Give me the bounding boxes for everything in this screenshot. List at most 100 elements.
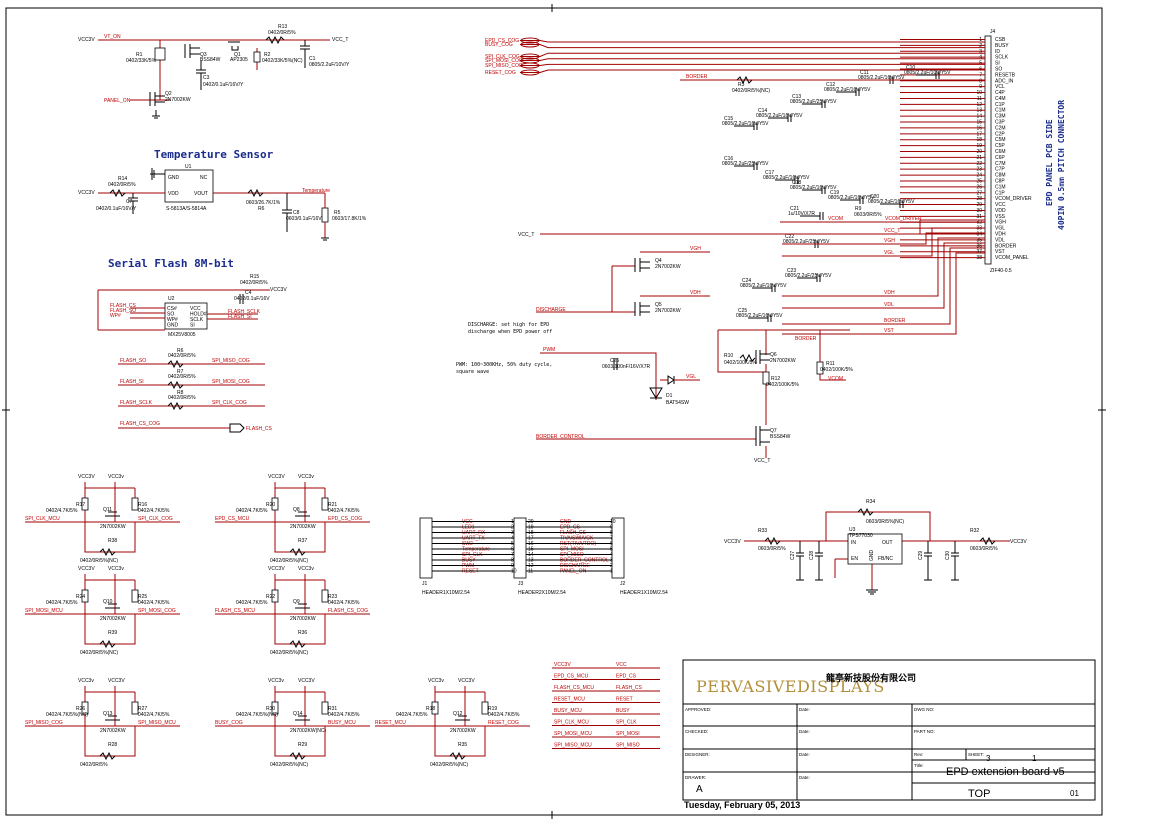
- ls-resistor-c: R37: [298, 538, 307, 544]
- rail-net-label: BORDER: [884, 318, 906, 324]
- cap-value: 0805/2.2uF/16V/Y5V: [740, 283, 787, 289]
- ls-vcc-right: VCC3V: [298, 678, 315, 684]
- ls-resistor-a-value: 0402/4.7K/5%: [396, 712, 428, 718]
- flash-net-left: WP#: [110, 313, 121, 319]
- ls-transistor-value: 2N7002KW: [290, 616, 316, 622]
- ls-resistor-a: R26: [76, 706, 85, 712]
- c3-value: 0402/0.1uF/16V/Y: [203, 82, 244, 88]
- j4-pin-number: 10: [976, 90, 982, 96]
- cap-ref: C12: [826, 82, 835, 88]
- rail-net-label: VGH: [884, 238, 895, 244]
- r10-value: 0402/100K/5%: [724, 360, 757, 366]
- r1-value: 0402/33K/5%: [126, 58, 157, 64]
- j4-pin-name: ADC_IN: [995, 78, 1014, 84]
- r2-ref: R2: [264, 52, 271, 58]
- reg-cap-ref: C28: [809, 551, 815, 560]
- j4-pin-number: 35: [976, 237, 982, 243]
- ls-vcc-right: VCC3v: [108, 566, 124, 572]
- ls-resistor-b: R21: [328, 502, 337, 508]
- flash-map-target: SPI_CLK_COG: [212, 400, 247, 406]
- cap-ref: C13: [792, 94, 801, 100]
- panel-on-net: PANEL_ON: [104, 98, 131, 104]
- vcc-t-label: VCC_T: [332, 37, 348, 43]
- cap-ref: C19: [830, 190, 839, 196]
- q7-value: BSS84W: [770, 434, 791, 440]
- alias-source: FLASH_CS_MCU: [554, 685, 594, 691]
- ls-resistor-a-value: 0402/4.7K/5%: [236, 600, 268, 606]
- j4-pin-name: C1M: [995, 108, 1006, 114]
- sheet-frame: [5, 7, 1103, 816]
- ls-resistor-a-value: 0402/4.7K/5%: [46, 600, 78, 606]
- cap-ref: C21: [790, 206, 799, 212]
- j4-pin-name: RESETB: [995, 72, 1016, 78]
- j4-title-2: 40PIN 0.5mm PITCH CONNECTOR: [1057, 100, 1066, 230]
- j4-pin-number: 19: [976, 143, 982, 149]
- drawer-date: Date:: [799, 775, 810, 780]
- flash-pin-left: GND: [167, 323, 179, 329]
- j2-part: HEADER1X10M/2.54: [620, 590, 668, 596]
- r12-ref: R12: [771, 376, 780, 382]
- flash-net-left: FLASH_SO: [110, 308, 136, 314]
- designer-date: Date:: [799, 752, 810, 757]
- r12-value: 0402/100K/5%: [766, 382, 799, 388]
- temperature-sensor-title: Temperature Sensor: [154, 148, 274, 161]
- drawing-title: EPD extension board v5: [946, 766, 1065, 778]
- ls-transistor: Q10: [103, 599, 113, 605]
- rev-label: Rev:: [914, 752, 923, 757]
- ls-resistor-c-value: 0402/0R/5%(NC): [80, 650, 118, 656]
- ls-resistor-c: R38: [108, 538, 117, 544]
- r6-ref: R6: [258, 206, 265, 212]
- ls-vcc-right: VCC3V: [108, 678, 125, 684]
- j4-pin-name: BUSY: [995, 43, 1009, 49]
- j4-signal: BUSY_COG: [485, 42, 513, 48]
- r34-ref: R34: [866, 499, 875, 505]
- q7-ref: Q7: [770, 428, 777, 434]
- r10-ref: R10: [724, 353, 733, 359]
- j1-ref: J1: [422, 581, 428, 587]
- checked-label: CHECKED:: [685, 729, 708, 734]
- j4-pin-name: C7P: [995, 167, 1005, 173]
- j4-signal: EPD_CS_COG: [485, 38, 519, 44]
- c8-ref: C8: [293, 210, 300, 216]
- u1-gnd: GND: [168, 175, 180, 181]
- j4-pin-number: 1: [979, 37, 982, 43]
- ls-net-right: SPI_MISO_MCU: [138, 720, 176, 726]
- r13-value: 0402/0R/5%: [268, 30, 296, 36]
- cap-ref: C20: [870, 194, 879, 200]
- flash-map-target: SPI_MOSI_COG: [212, 379, 250, 385]
- j4-input-signals: EPD_CS_COGBUSY_COGSPI_CLK_COGSPI_MOSI_CO…: [485, 37, 985, 76]
- vcc3v-label: VCC3V: [78, 37, 95, 43]
- c26-ref: C26: [610, 358, 619, 364]
- flash-map-resistor-value: 0402/0R/5%: [168, 353, 196, 359]
- c1-ref: C1: [309, 56, 316, 62]
- reg-cap-ref: C29: [918, 551, 924, 560]
- frame-ticks: [2, 4, 1106, 819]
- j4-pin-name: VCC: [995, 202, 1006, 208]
- reg-vout: VCC3V: [1010, 539, 1027, 545]
- j4-pin-number: 7: [979, 72, 982, 78]
- q3-value: BSS84W: [200, 57, 221, 63]
- alias-target: FLASH_CS: [616, 685, 643, 691]
- j3-part: HEADER2X10M/2.54: [518, 590, 566, 596]
- j4-pin-number: 17: [976, 131, 982, 137]
- border-net-1: BORDER: [795, 336, 817, 342]
- ls-resistor-c-value: 0402/0R/5%: [80, 762, 108, 768]
- cap-ref: C17: [765, 170, 774, 176]
- j4-pin-number: 6: [979, 66, 982, 72]
- j4-part: ZIF40-0.5: [990, 268, 1012, 274]
- temp-vcc3v: VCC3V: [78, 190, 95, 196]
- sheet-label: SHEET:: [968, 752, 984, 757]
- flash-net-left: FLASH_CS: [110, 303, 137, 309]
- j2-ref: J2: [620, 581, 626, 587]
- ls-net-right: RESET_COG: [488, 720, 519, 726]
- j4-pin-name: C2P: [995, 131, 1005, 137]
